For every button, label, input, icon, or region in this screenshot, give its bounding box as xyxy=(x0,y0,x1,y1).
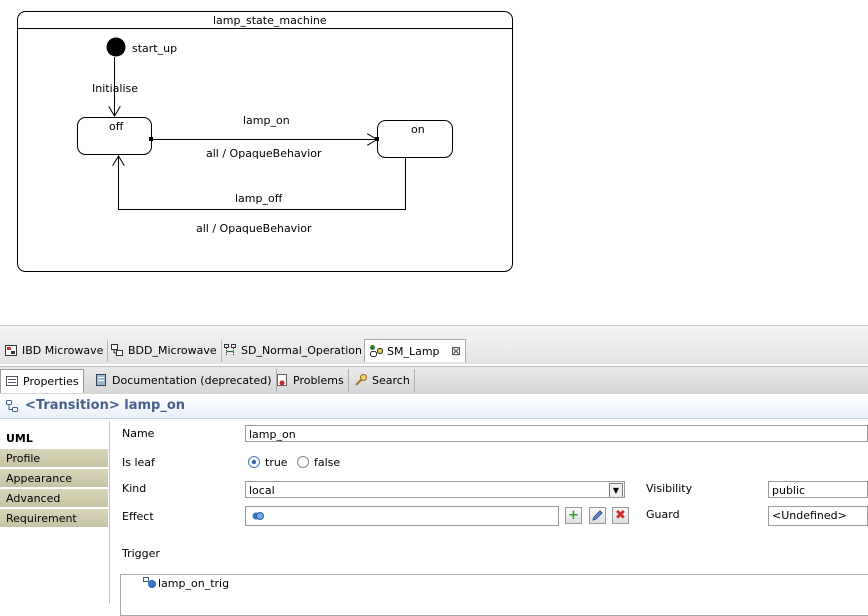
transition-icon xyxy=(5,399,19,413)
initial-label: start_up xyxy=(132,42,178,55)
category-appearance[interactable]: Appearance xyxy=(0,469,108,488)
visibility-select[interactable]: public xyxy=(768,481,868,498)
tab-label: IBD Microwave xyxy=(22,344,104,357)
tab-properties[interactable]: Properties xyxy=(0,369,84,393)
view-tab-bar: Properties Documentation (deprecated) Pr… xyxy=(0,366,868,395)
properties-title: <Transition> lamp_on xyxy=(25,398,186,413)
state-machine-icon xyxy=(369,344,383,358)
category-profile[interactable]: Profile xyxy=(0,449,108,468)
documentation-icon xyxy=(94,372,108,386)
tab-bdd-microwave[interactable]: BDD_Microwave xyxy=(106,340,222,362)
isleaf-false-label: false xyxy=(314,456,341,469)
lamp-on-effect-label: all / OpaqueBehavior xyxy=(206,147,322,160)
guard-label: Guard xyxy=(646,508,680,521)
effect-label: Effect xyxy=(122,510,154,523)
tab-label: Search xyxy=(372,374,410,387)
category-list: UML Profile Appearance Advanced Requirem… xyxy=(0,421,110,604)
category-advanced[interactable]: Advanced xyxy=(0,489,108,508)
trigger-label: Trigger xyxy=(122,547,160,560)
lamp-off-label: lamp_off xyxy=(235,192,283,205)
tab-label: Documentation (deprecated) xyxy=(112,374,272,387)
frame-title: lamp_state_machine xyxy=(213,14,327,27)
isleaf-false-radio[interactable] xyxy=(297,456,309,468)
state-off-label: off xyxy=(109,120,124,133)
name-label: Name xyxy=(122,427,155,440)
properties-icon xyxy=(5,373,19,387)
initial-pseudostate[interactable] xyxy=(106,37,126,57)
name-field[interactable]: lamp_on xyxy=(245,425,868,442)
dropdown-arrow-icon[interactable]: ▼ xyxy=(609,483,623,497)
tab-label: SM_Lamp xyxy=(387,345,440,358)
tab-documentation[interactable]: Documentation (deprecated) xyxy=(90,369,277,392)
tab-search[interactable]: Search xyxy=(350,369,415,392)
kind-label: Kind xyxy=(122,482,147,495)
isleaf-true-radio[interactable] xyxy=(248,456,260,468)
bdd-diagram-icon xyxy=(110,343,124,357)
kind-select[interactable]: local ▼ xyxy=(245,481,625,498)
close-icon[interactable]: ⊠ xyxy=(451,344,462,358)
tab-label: SD_Normal_Operation xyxy=(241,344,362,357)
isleaf-label: Is leaf xyxy=(122,456,155,469)
ibd-diagram-icon xyxy=(4,343,18,357)
visibility-label: Visibility xyxy=(646,482,693,495)
state-off[interactable] xyxy=(77,117,152,155)
diagram-canvas[interactable]: lamp_state_machine start_up Initialise o… xyxy=(0,0,868,325)
tab-label: Problems xyxy=(293,374,344,387)
category-uml[interactable]: UML xyxy=(0,429,108,448)
properties-title-bar: <Transition> lamp_on xyxy=(0,394,868,419)
trigger-item[interactable]: lamp_on_trig xyxy=(158,577,230,590)
lamp-on-target-anchor xyxy=(375,137,379,141)
lamp-on-label: lamp_on xyxy=(243,114,290,127)
tab-sm-lamp[interactable]: SM_Lamp ⊠ xyxy=(364,339,467,362)
initialise-label: Initialise xyxy=(92,82,138,95)
tab-sd-normal-operation[interactable]: SD_Normal_Operation xyxy=(219,340,367,362)
state-on-label: on xyxy=(411,123,425,136)
tab-problems[interactable]: Problems xyxy=(271,369,349,392)
tab-label: Properties xyxy=(23,375,79,388)
add-icon[interactable]: + xyxy=(565,507,582,524)
sequence-diagram-icon xyxy=(223,343,237,357)
kind-value: local xyxy=(249,484,275,497)
lamp-on-source-anchor xyxy=(149,137,153,141)
trigger-icon xyxy=(142,576,158,593)
diagram-drawing xyxy=(17,11,513,272)
tab-ibd-microwave[interactable]: IBD Microwave xyxy=(0,340,109,362)
lamp-off-transition[interactable] xyxy=(119,156,406,210)
edit-icon[interactable] xyxy=(589,507,606,524)
editor-tab-bar: IBD Microwave BDD_Microwave SD_Normal_Op… xyxy=(0,325,868,364)
opaque-behavior-icon xyxy=(251,510,265,525)
isleaf-true-label: true xyxy=(265,456,288,469)
problems-icon xyxy=(275,372,289,386)
effect-field[interactable] xyxy=(245,506,559,526)
guard-field[interactable]: <Undefined> xyxy=(768,506,868,526)
category-requirement[interactable]: Requirement xyxy=(0,509,108,528)
lamp-off-effect-label: all / OpaqueBehavior xyxy=(196,222,312,235)
search-icon xyxy=(354,372,368,386)
tab-label: BDD_Microwave xyxy=(128,344,217,357)
delete-icon[interactable]: ✖ xyxy=(612,507,629,524)
trigger-list[interactable]: lamp_on_trig xyxy=(120,574,868,616)
state-machine-frame[interactable] xyxy=(17,11,513,272)
